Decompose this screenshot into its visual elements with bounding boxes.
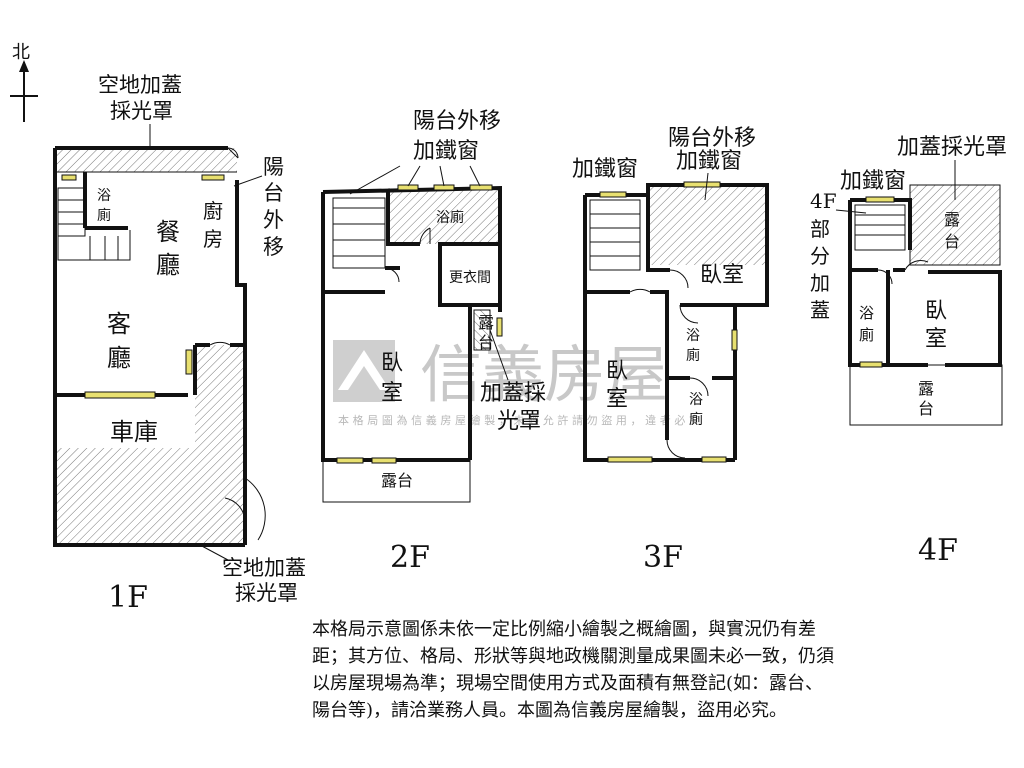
2f-title: 2F — [390, 540, 430, 575]
disclaimer-line: 距；其方位、格局、形狀等與地政機關測量成果圖未必一致，仍須 — [312, 646, 834, 667]
4f-terrace-top-2: 台 — [944, 232, 960, 251]
4f-bedroom-2: 室 — [925, 327, 947, 352]
4f-iron-window: 加鐵窗 — [840, 169, 906, 194]
1f-living-line1: 客 — [107, 310, 131, 338]
2f-bedroom-1: 臥 — [381, 351, 403, 376]
1f-kitchen-line2: 房 — [203, 227, 223, 251]
1f-bath-line2: 廁 — [97, 207, 111, 224]
floor-2f: 浴廁 更衣間 露 台 臥 室 露台 陽台外移 加鐵窗 加蓋採 光罩 2F — [321, 109, 546, 575]
floor-4f: 露 台 浴 廁 臥 室 露 台 加鐵窗 加蓋採光罩 4F 部 分 加 蓋 4F — [810, 135, 1007, 568]
4f-skylight: 加蓋採光罩 — [897, 135, 1007, 160]
1f-skylight-bottom-2: 採光罩 — [235, 581, 298, 605]
watermark-notice: 本格局圖為信義房屋繪製，未經允許請勿盜用，違者必究 — [338, 413, 700, 427]
3f-bedroom-left-1: 臥 — [606, 359, 628, 384]
3f-bath2-1: 浴 — [689, 392, 703, 408]
3f-balcony-iron-2: 加鐵窗 — [676, 149, 742, 174]
disclaimer-line: 以房屋現場為準；現場空間使用方式及面積有無登記(如：露台、 — [312, 673, 824, 694]
1f-balcony-2: 台 — [263, 181, 284, 205]
1f-title: 1F — [108, 580, 148, 615]
3f-bath1-2: 廁 — [686, 347, 700, 364]
4f-partial-4: 加 — [810, 271, 830, 295]
2f-balcony-small-2: 台 — [478, 333, 494, 352]
1f-bath-line1: 浴 — [97, 188, 111, 204]
1f-dining-line1: 餐 — [156, 218, 180, 246]
1f-skylight-top-1: 空地加蓋 — [98, 73, 182, 97]
1f-dining-line2: 廳 — [156, 251, 180, 279]
2f-skylight-1: 加蓋採 — [480, 381, 546, 406]
1f-kitchen-line1: 廚 — [203, 199, 223, 223]
2f-bath: 浴廁 — [436, 209, 464, 226]
4f-partial-3: 分 — [810, 244, 830, 268]
watermark-brand: 信義房屋 — [420, 338, 668, 411]
4f-partial-5: 蓋 — [810, 298, 830, 322]
north-arrowhead-icon — [19, 60, 29, 72]
3f-title: 3F — [643, 540, 683, 575]
4f-bedroom-1: 臥 — [925, 299, 947, 324]
2f-balcony-iron-1: 陽台外移 — [413, 109, 501, 134]
4f-partial-2: 部 — [810, 217, 830, 241]
2f-skylight-2: 光罩 — [497, 409, 541, 434]
3f-bath1-1: 浴 — [686, 328, 700, 344]
4f-title: 4F — [918, 533, 958, 568]
3f-bedroom-left-2: 室 — [606, 387, 628, 412]
3f-balcony-iron-1: 陽台外移 — [668, 126, 756, 151]
4f-terrace-bottom-1: 露 — [918, 379, 934, 398]
1f-garage: 車庫 — [110, 418, 158, 446]
watermark: 信義房屋 本格局圖為信義房屋繪製，未經允許請勿盜用，違者必究 — [333, 338, 700, 427]
1f-skylight-bottom-1: 空地加蓋 — [222, 556, 306, 580]
2f-balcony-small-1: 露 — [478, 313, 494, 332]
3f-iron-window: 加鐵窗 — [572, 157, 638, 182]
2f-balcony-iron-2: 加鐵窗 — [413, 139, 479, 164]
4f-bath-1: 浴 — [859, 304, 874, 322]
floor-3f: 臥室 浴 廁 臥 室 浴 廁 加鐵窗 陽台外移 加鐵窗 3F — [572, 126, 769, 575]
disclaimer-line: 陽台等)，請洽業務人員。本圖為信義房屋繪製，盜用必究。 — [312, 700, 788, 721]
1f-balcony-1: 陽 — [263, 155, 284, 179]
4f-terrace-top-1: 露 — [944, 210, 960, 229]
disclaimer-text: 本格局示意圖係未依一定比例縮小繪製之概繪圖，與實況仍有差距；其方位、格局、形狀等… — [312, 616, 992, 724]
1f-balcony-4: 移 — [263, 235, 284, 259]
4f-bath-2: 廁 — [859, 326, 874, 344]
floor-1f: 浴 廁 餐 廳 廚 房 客 廳 車庫 空地加蓋 採光罩 陽 台 外 移 空地加蓋… — [53, 73, 306, 615]
3f-bedroom-top: 臥室 — [700, 263, 744, 288]
house-logo-icon — [333, 340, 395, 402]
3f-bath2-2: 廁 — [689, 411, 703, 428]
2f-bedroom-2: 室 — [381, 381, 403, 406]
north-arrow: 北 — [10, 42, 38, 122]
1f-balcony-3: 外 — [263, 208, 284, 232]
1f-living-line2: 廳 — [107, 344, 131, 372]
4f-partial-1: 4F — [810, 189, 837, 213]
4f-terrace-bottom-2: 台 — [918, 399, 934, 418]
disclaimer-line: 本格局示意圖係未依一定比例縮小繪製之概繪圖，與實況仍有差 — [312, 619, 816, 640]
2f-terrace: 露台 — [381, 471, 413, 490]
1f-skylight-top-2: 採光罩 — [110, 99, 173, 123]
north-label: 北 — [12, 42, 30, 63]
2f-dressing: 更衣間 — [449, 270, 491, 286]
